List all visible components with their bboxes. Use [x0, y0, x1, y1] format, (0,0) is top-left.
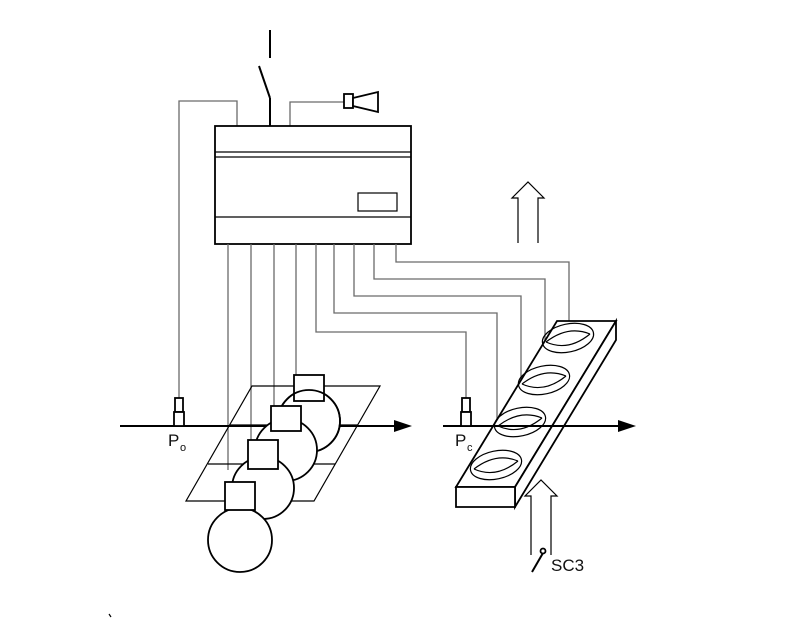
discharge-line-arrow [443, 420, 636, 432]
controller-display [357, 192, 398, 212]
airflow-in-arrow [523, 479, 559, 555]
suction-pressure-label: P [168, 431, 179, 450]
wire-suction-sensor [178, 100, 238, 398]
temperature-sensor-icon [531, 547, 547, 573]
power-switch [258, 30, 271, 126]
airflow-out-arrow [510, 181, 546, 243]
suction-pressure-transmitter [173, 397, 185, 427]
suction-line-arrow [120, 420, 412, 432]
compressor-wires [227, 244, 297, 470]
controller-unit [214, 125, 412, 245]
condensing-pressure-transmitter [460, 397, 472, 427]
condenser-fan-3 [493, 406, 547, 438]
suction-pressure-subscript: o [180, 442, 186, 454]
condenser-unit [454, 317, 618, 511]
condenser-fan-1 [541, 322, 595, 354]
condensing-pressure-label: P [455, 431, 466, 450]
compressor-rack-frame [184, 385, 382, 502]
alarm-horn-icon [289, 90, 379, 126]
condensing-pressure-subscript: c [467, 442, 473, 454]
condenser-wires [315, 244, 570, 475]
stray-mark [108, 613, 112, 618]
condenser-fan-2 [517, 364, 571, 396]
sensor-label: SC3 [551, 556, 584, 575]
condenser-fan-4 [469, 449, 523, 481]
compressor-1 [207, 481, 273, 573]
